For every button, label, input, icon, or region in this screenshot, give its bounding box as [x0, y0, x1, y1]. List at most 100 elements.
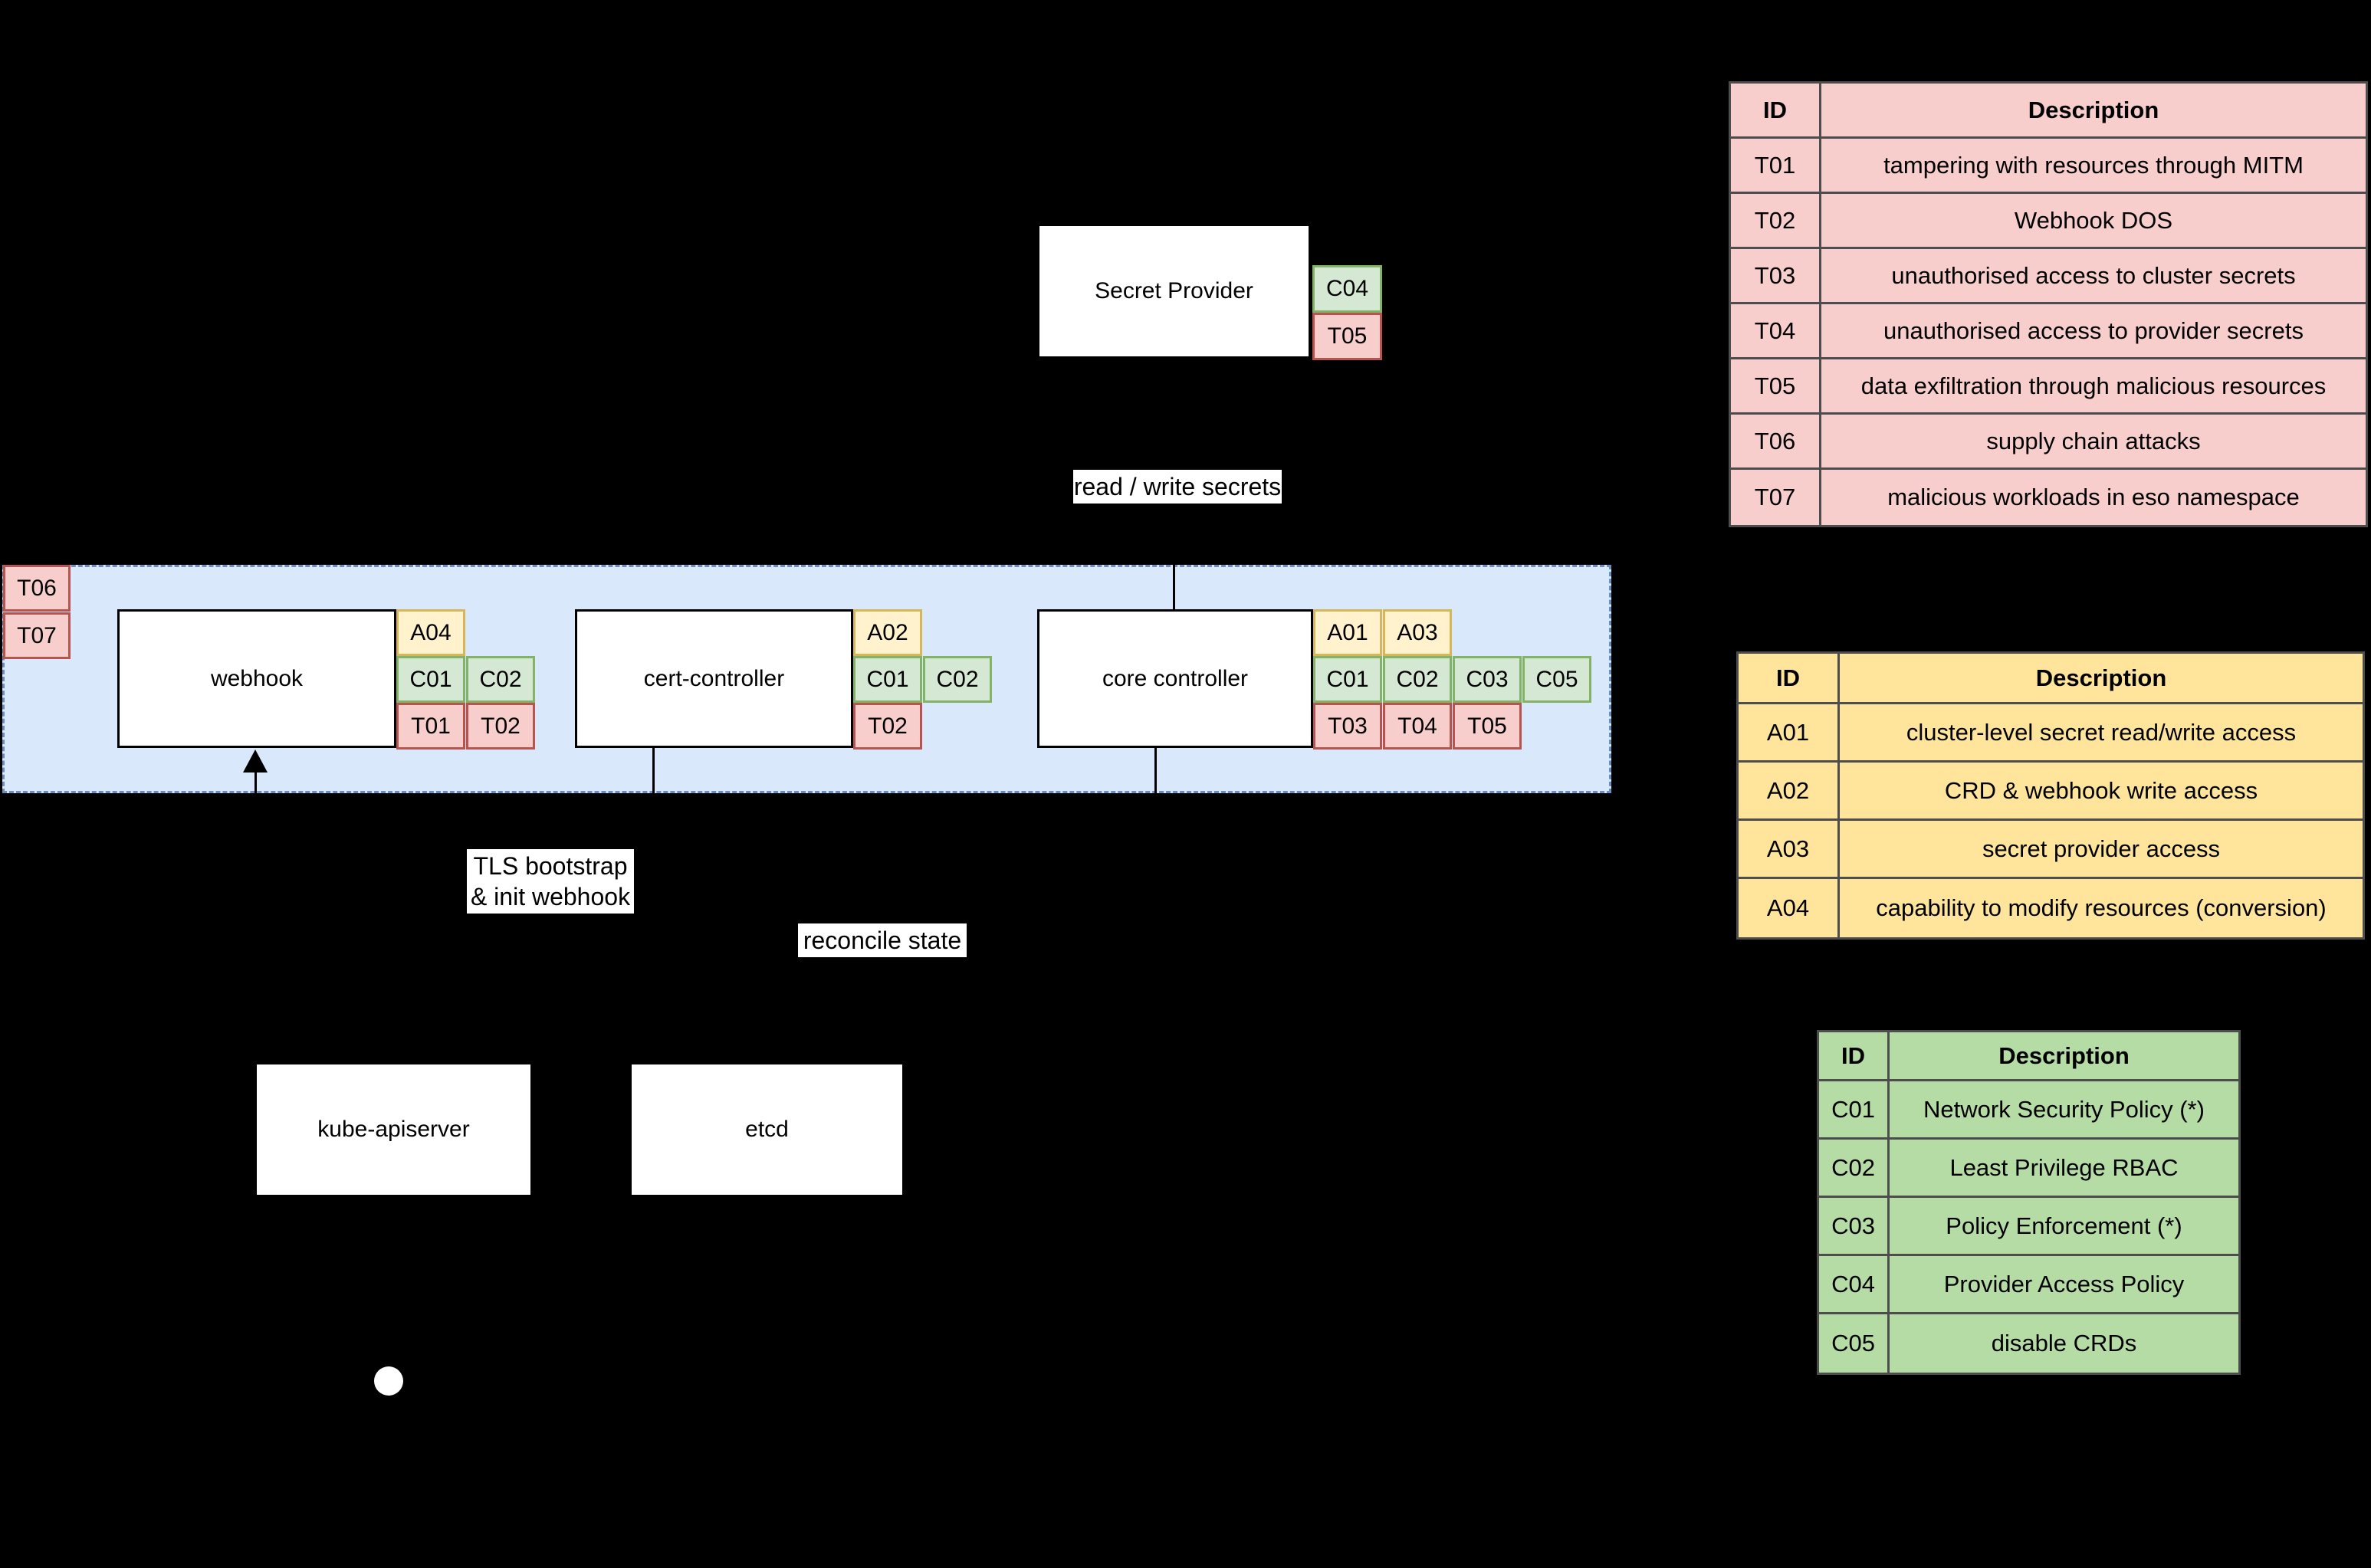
node-webhook-label: webhook: [210, 665, 304, 691]
node-cert-controller: cert-controller: [575, 609, 853, 748]
controls-table-row-c05-description-cell: disable CRDs: [1991, 1330, 2137, 1356]
webhook-badge-c02: C02: [466, 656, 535, 703]
controls-table-row-c03-description-cell: Policy Enforcement (*): [1946, 1212, 2182, 1239]
node-secret-provider-label: Secret Provider: [1095, 278, 1253, 303]
threats-table-row-t04: T04 unauthorised access to provider secre…: [1731, 304, 2366, 359]
eso-namespace-badge-t06: T06: [3, 565, 71, 612]
access-table-row-a01-id-cell: A01: [1739, 704, 1840, 760]
edge-label-read-write-secrets-text: read / write secrets: [1073, 472, 1282, 500]
threats-table-row-t02: T02 Webhook DOS: [1731, 194, 2366, 249]
node-etcd: etcd: [629, 1062, 905, 1197]
arrowhead-into-webhook-icon: [243, 750, 268, 773]
controls-table-row-c05-id-cell: C05: [1819, 1314, 1890, 1373]
controls-table-row-c05: C05 disable CRDs: [1819, 1314, 2238, 1373]
controls-table-row-c02: C02 Least Privilege RBAC: [1819, 1140, 2238, 1198]
access-table-header-row: ID Description: [1739, 654, 2363, 704]
threats-table-row-t07-description-cell: malicious workloads in eso namespace: [1887, 484, 2300, 510]
access-table-header-row-id-cell: ID: [1739, 654, 1840, 702]
controls-table-row-c01-id-cell: C01: [1819, 1081, 1890, 1137]
access-table-row-a01: A01 cluster-level secret read/write acces…: [1739, 704, 2363, 763]
node-core-controller: core controller: [1037, 609, 1313, 748]
webhook-badge-t01: T01: [396, 703, 465, 750]
secret-provider-badge-t05: T05: [1312, 313, 1382, 360]
threats-table-row-t02-description-cell: Webhook DOS: [2014, 206, 2173, 234]
edge-label-tls-bootstrap-line2: & init webhook: [470, 883, 631, 910]
webhook-badge-t02: T02: [466, 703, 535, 750]
threats-table-row-t07-id-cell: T07: [1731, 470, 1821, 525]
threats-table-row-t06: T06 supply chain attacks: [1731, 415, 2366, 470]
controls-table-header-row: ID Description: [1819, 1032, 2238, 1081]
threats-table-row-t02-id-cell: T02: [1731, 194, 1821, 247]
edge-cert-controller-bootstrap: [652, 748, 655, 794]
cert-controller-badge-c02: C02: [923, 656, 992, 703]
core-controller-badge-c03: C03: [1453, 656, 1522, 703]
controls-table-row-c04-description-cell: Provider Access Policy: [1943, 1270, 2185, 1297]
threats-table-row-t04-description-cell: unauthorised access to provider secrets: [1883, 317, 2304, 344]
edge-label-reconcile-state-text: reconcile state: [803, 926, 962, 954]
core-controller-badge-a03: A03: [1383, 609, 1452, 656]
edge-label-read-write-secrets: read / write secrets: [1073, 470, 1282, 504]
node-kube-apiserver-label: kube-apiserver: [317, 1117, 470, 1142]
cert-controller-badge-c01: C01: [853, 656, 922, 703]
controls-table-row-c02-id-cell: C02: [1819, 1140, 1890, 1196]
controls-table-row-c03-id-cell: C03: [1819, 1198, 1890, 1254]
webhook-badge-c01: C01: [396, 656, 465, 703]
access-table-row-a03-id-cell: A03: [1739, 821, 1840, 877]
threats-table-row-t01: T01 tampering with resources through MITM: [1731, 139, 2366, 194]
access-table-row-a02-description-cell: CRD & webhook write access: [1944, 776, 2258, 804]
core-controller-badge-t03: T03: [1313, 703, 1382, 750]
node-cert-controller-label: cert-controller: [643, 665, 785, 691]
access-table-row-a02-id-cell: A02: [1739, 763, 1840, 818]
edge-label-tls-bootstrap-line1: TLS bootstrap: [473, 852, 628, 880]
edge-core-controller-reconcile: [1154, 748, 1157, 794]
webhook-badge-a04: A04: [396, 609, 465, 656]
threats-table-row-t05-id-cell: T05: [1731, 359, 1821, 412]
threats-table-row-t07: T07 malicious workloads in eso namespace: [1731, 470, 2366, 525]
threats-table-header-row-id-cell: ID: [1731, 84, 1821, 136]
node-kube-apiserver: kube-apiserver: [255, 1062, 533, 1197]
access-table-row-a01-description-cell: cluster-level secret read/write access: [1906, 718, 2297, 746]
node-secret-provider: Secret Provider: [1037, 224, 1311, 359]
core-controller-badge-a01: A01: [1313, 609, 1382, 656]
controls-table-row-c02-description-cell: Least Privilege RBAC: [1949, 1153, 2179, 1181]
threats-table-row-t03-id-cell: T03: [1731, 249, 1821, 302]
access-table-header-row-description-cell: Description: [2035, 664, 2167, 691]
secret-provider-badge-c04: C04: [1312, 265, 1382, 313]
threats-table-row-t01-description-cell: tampering with resources through MITM: [1883, 151, 2304, 179]
controls-table-header-row-id-cell: ID: [1819, 1032, 1890, 1079]
threats-table-row-t06-id-cell: T06: [1731, 415, 1821, 467]
node-core-controller-label: core controller: [1102, 665, 1249, 691]
access-table-row-a03-description-cell: secret provider access: [1982, 835, 2221, 862]
threats-table-row-t05-description-cell: data exfiltration through malicious reso…: [1860, 372, 2327, 399]
threats-table-header-row-description-cell: Description: [2028, 96, 2159, 123]
edge-label-tls-bootstrap: TLS bootstrap & init webhook: [467, 849, 634, 914]
white-dot: [374, 1366, 403, 1396]
controls-table-row-c01-description-cell: Network Security Policy (*): [1923, 1095, 2205, 1123]
access-table-row-a02: A02 CRD & webhook write access: [1739, 763, 2363, 821]
edge-label-reconcile-state: reconcile state: [798, 923, 967, 957]
core-controller-badge-c05: C05: [1522, 656, 1591, 703]
core-controller-badge-t05: T05: [1453, 703, 1522, 750]
controls-table-row-c01: C01 Network Security Policy (*): [1819, 1081, 2238, 1140]
access-table-row-a04-id-cell: A04: [1739, 879, 1840, 937]
controls-table-header-row-description-cell: Description: [1998, 1042, 2130, 1069]
threats-table-row-t01-id-cell: T01: [1731, 139, 1821, 192]
node-webhook: webhook: [117, 609, 396, 748]
access-table-row-a03: A03 secret provider access: [1739, 821, 2363, 879]
threats-table-row-t04-id-cell: T04: [1731, 304, 1821, 357]
core-controller-badge-c01: C01: [1313, 656, 1382, 703]
core-controller-badge-c02: C02: [1383, 656, 1452, 703]
cert-controller-badge-t02: T02: [853, 703, 922, 750]
threats-table-row-t06-description-cell: supply chain attacks: [1986, 427, 2201, 454]
node-etcd-label: etcd: [745, 1117, 789, 1142]
edge-apiserver-to-webhook: [255, 768, 257, 793]
eso-namespace-badge-t07: T07: [3, 612, 71, 659]
cert-controller-badge-a02: A02: [853, 609, 922, 656]
